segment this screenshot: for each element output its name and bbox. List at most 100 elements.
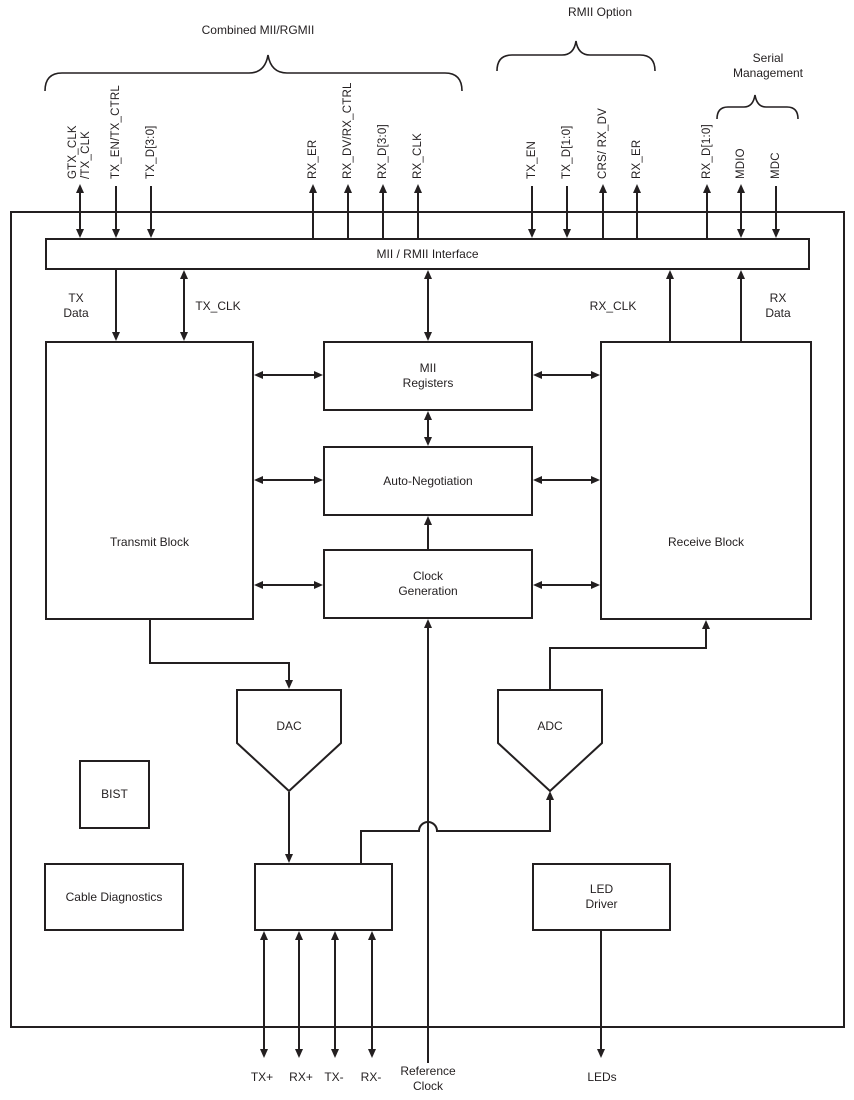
tx-plus-label: TX+ (250, 1070, 274, 1084)
rx-d1-line (706, 191, 708, 238)
clock-generation-label: Clock Generation (398, 569, 458, 598)
arrow-down (597, 1049, 605, 1058)
receive-block: Receive Block (600, 341, 812, 620)
mii-rmii-interface-bar: MII / RMII Interface (45, 238, 810, 270)
rx-clk-label: RX_CLK (589, 299, 637, 313)
miireg-autoneg-line (427, 418, 429, 439)
signal-label-tx-d3: TX_D[3:0] (145, 125, 157, 179)
arrow-right (314, 476, 323, 484)
rx-minus-line (371, 938, 373, 1050)
arrow-down (737, 229, 745, 238)
arrow-up (702, 620, 710, 629)
tx-minus-label: TX- (324, 1070, 344, 1084)
arrow-right (591, 476, 600, 484)
arrow-up (309, 184, 317, 193)
mii-registers-bus-line (427, 277, 429, 333)
arrow-up (76, 184, 84, 193)
arrow-up (379, 184, 387, 193)
rx-dv-rx-ctrl-line (347, 191, 349, 238)
arrow-down (76, 229, 84, 238)
adc-label: ADC (537, 719, 563, 733)
reference-clock-label: Reference Clock (400, 1064, 456, 1093)
gtx-clk-line (79, 191, 81, 232)
autoneg-receive-line (541, 479, 592, 481)
arrow-down (295, 1049, 303, 1058)
signal-label-rx-d3: RX_D[3:0] (377, 124, 389, 179)
arrow-up (737, 184, 745, 193)
arrow-down (528, 229, 536, 238)
tx-d3-line (150, 186, 152, 232)
arrow-up (546, 791, 554, 800)
arrow-up (331, 931, 339, 940)
reference-clock-line (427, 626, 429, 1063)
arrow-up (180, 270, 188, 279)
arrow-up (424, 619, 432, 628)
arrow-up (666, 270, 674, 279)
arrow-right (314, 371, 323, 379)
receive-block-label: Receive Block (667, 535, 745, 549)
transmit-autoneg-line (262, 479, 315, 481)
tx-d1-line (566, 186, 568, 232)
clock-generation-block: Clock Generation (323, 549, 533, 619)
arrow-right (591, 371, 600, 379)
arrow-up (344, 184, 352, 193)
rx-er-mii-line (312, 191, 314, 238)
arrow-down (563, 229, 571, 238)
tx-data-label: TX Data (63, 291, 89, 320)
transmit-clockgen-line (262, 584, 315, 586)
rx-clk-bus-line (669, 277, 671, 341)
signal-label-tx-en: TX_EN (526, 140, 538, 179)
signal-label-crs-rx-dv: CRS/ RX_DV (597, 107, 609, 179)
tx-plus-line (263, 938, 265, 1050)
lineif-adc-line-v1 (360, 830, 362, 863)
serial-management-brace (716, 94, 799, 120)
arrow-up (599, 184, 607, 193)
arrow-up (368, 931, 376, 940)
mdio-line (740, 191, 742, 232)
arrow-up (295, 931, 303, 940)
transmit-dac-line-v1 (149, 620, 151, 664)
adc-receive-line-v2 (705, 627, 707, 648)
tx-en-line (531, 186, 533, 232)
arrow-down (147, 229, 155, 238)
arrow-down (772, 229, 780, 238)
rx-d3-line (382, 191, 384, 238)
arrow-up (633, 184, 641, 193)
arrow-left (533, 371, 542, 379)
arrow-up (260, 931, 268, 940)
signal-label-rx-er-rmii: RX_ER (631, 139, 643, 179)
adc-receive-line-h (549, 647, 707, 649)
transmit-dac-line-h (149, 662, 290, 664)
arrow-left (533, 476, 542, 484)
mii-rmii-interface-label: MII / RMII Interface (376, 246, 479, 261)
line-interface-block (254, 863, 393, 931)
rmii-option-label: RMII Option (567, 5, 633, 19)
miireg-receive-line (541, 374, 592, 376)
led-driver-label: LED Driver (585, 882, 618, 911)
transmit-block: Transmit Block (45, 341, 254, 620)
mii-registers-block: MII Registers (323, 341, 533, 411)
rx-clk-line (417, 191, 419, 238)
dac-label: DAC (276, 719, 302, 733)
combined-mii-rgmii-brace (44, 54, 463, 92)
arrow-right (591, 581, 600, 589)
lineif-adc-line-v2 (549, 800, 551, 831)
adc-receive-line-v1 (549, 647, 551, 690)
rx-plus-label: RX+ (289, 1070, 313, 1084)
lineif-adc-line-h1 (360, 830, 420, 832)
auto-negotiation-label: Auto-Negotiation (383, 473, 473, 488)
tx-clk-label: TX_CLK (195, 299, 241, 313)
arrow-down (331, 1049, 339, 1058)
tx-minus-line (334, 938, 336, 1050)
auto-negotiation-block: Auto-Negotiation (323, 446, 533, 516)
bist-block: BIST (79, 760, 150, 829)
signal-label-tx-d1: TX_D[1:0] (561, 125, 573, 179)
arrow-up (414, 184, 422, 193)
crs-rx-dv-line (602, 191, 604, 238)
transmit-block-label: Transmit Block (110, 535, 189, 549)
arrow-down (260, 1049, 268, 1058)
mii-registers-label: MII Registers (402, 361, 454, 390)
leds-line (600, 931, 602, 1050)
arrow-down (424, 332, 432, 341)
